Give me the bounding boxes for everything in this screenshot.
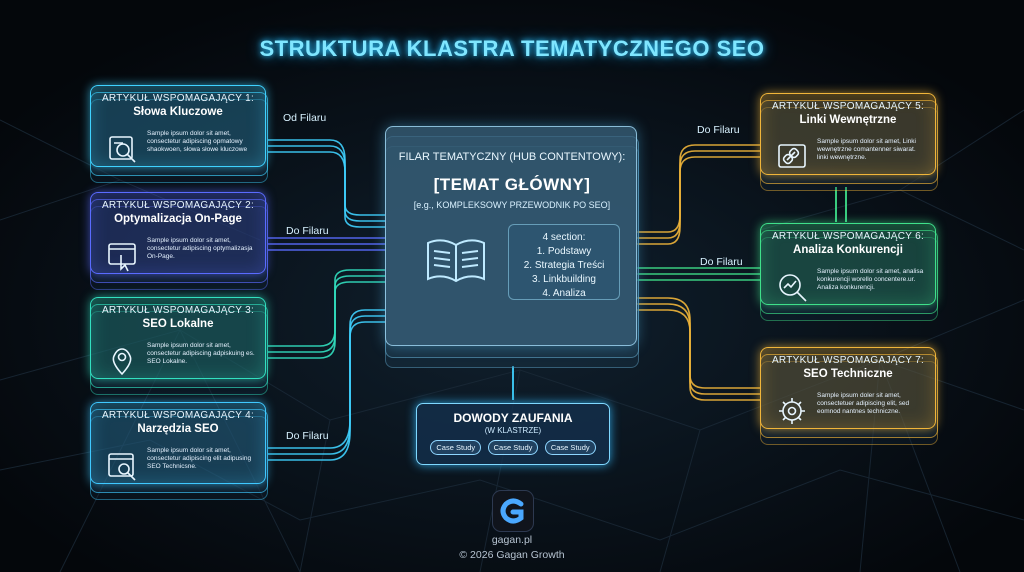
card-label: ARTYKUŁ WSPOMAGAJĄCY 1: bbox=[101, 93, 255, 104]
case-study-pill[interactable]: Case Study bbox=[544, 440, 596, 455]
flow-label-do-filaru: Do Filaru bbox=[697, 124, 740, 136]
gear-wrench-icon bbox=[779, 398, 805, 424]
card-description: Sample ipsum dolor sit amet, analisa kon… bbox=[817, 268, 924, 291]
diagram-title: STRUKTURA KLASTRA TEMATYCZNEGO SEO bbox=[259, 36, 765, 61]
flow-label-do-filaru: Do Filaru bbox=[286, 225, 329, 237]
flow-label-do-filaru: Do Filaru bbox=[700, 256, 743, 268]
trust-proof-box: DOWODY ZAUFANIA (W KLASTRZE) Case Study … bbox=[416, 403, 610, 465]
card-label: ARTYKUŁ WSPOMAGAJĄCY 3: bbox=[101, 305, 255, 316]
hub-main-topic: [TEMAT GŁÓWNY] bbox=[433, 175, 591, 194]
section-item: 3. Linkbuilding bbox=[532, 274, 596, 285]
hub-sections-box: 4 section: 1. Podstawy 2. Strategia Treś… bbox=[508, 224, 620, 300]
open-book-icon bbox=[427, 239, 485, 283]
sections-title: 4 section: bbox=[542, 232, 586, 243]
section-item: 1. Podstawy bbox=[536, 246, 592, 257]
brand-logo bbox=[492, 490, 534, 532]
case-study-pill[interactable]: Case Study bbox=[430, 440, 482, 455]
supporting-article-card[interactable]: ARTYKUŁ WSPOMAGAJĄCY 4: Narzędzia SEO Samp… bbox=[90, 402, 268, 500]
flow-label-od-filaru: Od Filaru bbox=[283, 112, 327, 124]
footer-copyright: © 2026 Gagan Growth bbox=[459, 549, 565, 561]
seo-tools-icon bbox=[108, 453, 136, 481]
hub-label: FILAR TEMATYCZNY (HUB CONTENTOWY): bbox=[398, 151, 626, 163]
card-label: ARTYKUŁ WSPOMAGAJĄCY 5: bbox=[771, 101, 925, 112]
card-topic: Linki Wewnętrzne bbox=[799, 114, 897, 126]
hub-pillar: FILAR TEMATYCZNY (HUB CONTENTOWY): [TEMA… bbox=[385, 126, 639, 368]
card-label: ARTYKUŁ WSPOMAGAJĄCY 7: bbox=[771, 355, 925, 366]
card-description: Sample ipsum dolor sit amet, Linki wewnę… bbox=[817, 138, 916, 161]
flow-connector bbox=[268, 321, 385, 461]
card-topic: Optymalizacja On-Page bbox=[114, 213, 242, 225]
card-topic: SEO Lokalne bbox=[142, 318, 214, 330]
footer-site[interactable]: gagan.pl bbox=[491, 534, 533, 546]
card-label: ARTYKUŁ WSPOMAGAJĄCY 6: bbox=[771, 231, 925, 242]
location-pin-icon bbox=[112, 348, 132, 376]
card-label: ARTYKUŁ WSPOMAGAJĄCY 4: bbox=[101, 410, 255, 421]
card-topic: SEO Techniczne bbox=[803, 368, 893, 380]
case-study-pill[interactable]: Case Study bbox=[487, 440, 539, 455]
keyword-search-icon bbox=[109, 136, 136, 163]
hub-example: [e.g., KOMPLEKSOWY PRZEWODNIK PO SEO] bbox=[413, 200, 611, 210]
link-chain-icon bbox=[778, 144, 806, 168]
flow-connector bbox=[268, 281, 385, 359]
card-description: Sample ipsum dolor sit amet, consectetur… bbox=[147, 130, 248, 153]
section-item: 2. Strategia Treści bbox=[523, 260, 605, 271]
analytics-magnifier-icon bbox=[779, 274, 807, 302]
flow-label-do-filaru: Do Filaru bbox=[286, 430, 329, 442]
card-topic: Słowa Kluczowe bbox=[133, 106, 223, 118]
card-description: Sample ipsum dolor sit amet, consectetur… bbox=[147, 447, 252, 470]
page-click-icon bbox=[108, 243, 136, 272]
section-item: 4. Analiza bbox=[542, 288, 586, 299]
g-logo-icon bbox=[500, 498, 524, 524]
card-description: Sample ipsum doler sit amet, consectetue… bbox=[817, 392, 910, 415]
supporting-article-card[interactable]: ARTYKUŁ WSPOMAGAJĄCY 2: Optymalizacja On-… bbox=[90, 192, 268, 290]
flow-connector bbox=[637, 309, 760, 401]
card-topic: Analiza Konkurencji bbox=[793, 244, 903, 256]
trust-sub: (W KLASTRZE) bbox=[484, 426, 542, 435]
card-label: ARTYKUŁ WSPOMAGAJĄCY 2: bbox=[101, 200, 255, 211]
card-description: Sample ipsum dolor sit amet, consectetur… bbox=[147, 342, 255, 365]
flow-connector bbox=[637, 156, 760, 245]
card-topic: Narzędzia SEO bbox=[137, 423, 219, 435]
card-description: Sample ipsum dolor sit amet, consectetur… bbox=[147, 237, 253, 260]
flow-connector bbox=[268, 151, 385, 228]
supporting-article-card[interactable]: ARTYKUŁ WSPOMAGAJĄCY 6: Analiza Konkurenc… bbox=[760, 223, 938, 321]
trust-heading: DOWODY ZAUFANIA bbox=[453, 411, 573, 425]
